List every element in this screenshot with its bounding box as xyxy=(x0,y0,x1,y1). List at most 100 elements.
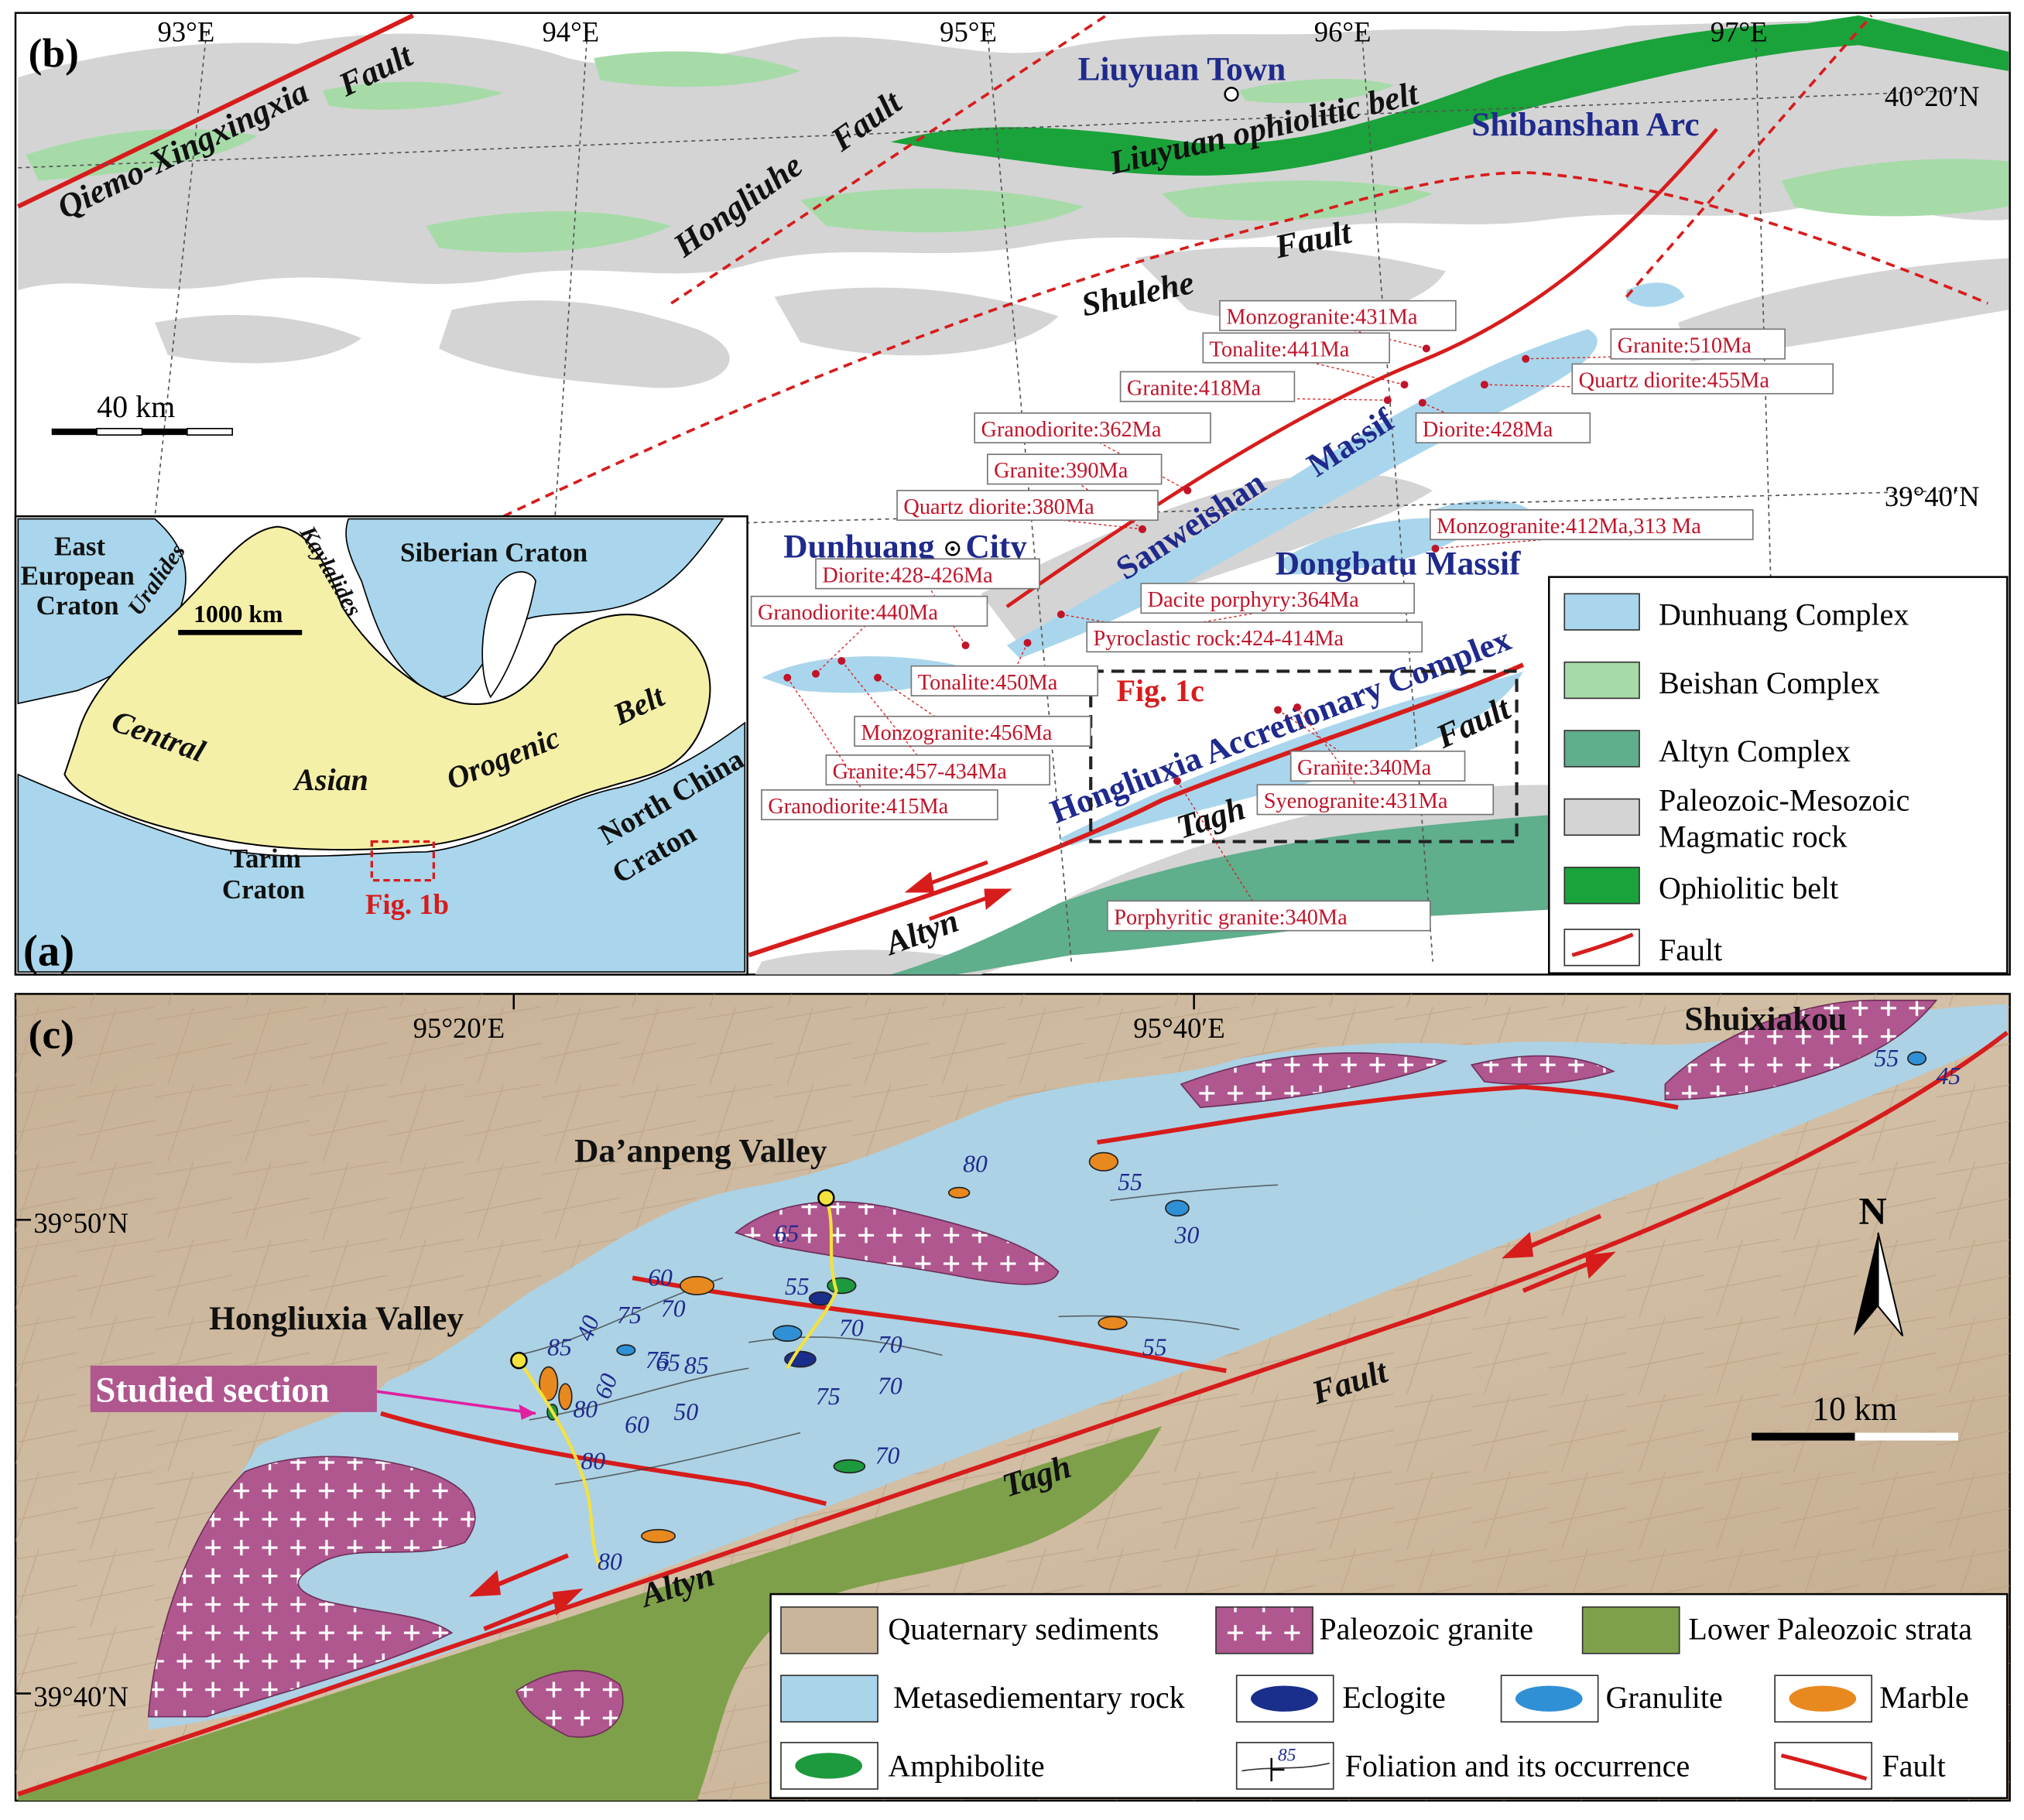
age-label: Porphyritic granite:340Ma xyxy=(1114,905,1348,929)
svg-text:65: 65 xyxy=(775,1220,800,1247)
svg-text:Paleozoic granite: Paleozoic granite xyxy=(1319,1611,1533,1646)
sample-location-dot xyxy=(1383,396,1392,405)
svg-text:Fault: Fault xyxy=(1659,932,1722,967)
panel-c-map: 80 65 55 30 60 70 55 70 70 75 75 70 40 7… xyxy=(14,993,2011,1802)
panel-b-label: (b) xyxy=(29,30,79,77)
age-label-box xyxy=(986,453,1163,485)
svg-text:55: 55 xyxy=(785,1273,810,1300)
legend-c: Quaternary sediments Paleozoic granite L… xyxy=(769,1592,2009,1799)
age-leader-line xyxy=(1296,706,1376,811)
age-label: Tonalite:441Ma xyxy=(1210,337,1350,361)
svg-text:95°40′E: 95°40′E xyxy=(1133,1012,1224,1044)
ophiolitic-belt xyxy=(890,15,2009,176)
svg-text:39°50′N: 39°50′N xyxy=(33,1207,128,1239)
svg-text:Shuixiakou: Shuixiakou xyxy=(1684,1001,1847,1038)
beishan-complex-areas xyxy=(26,51,2009,253)
svg-text:10 km: 10 km xyxy=(1812,1391,1897,1428)
svg-text:Craton: Craton xyxy=(222,874,305,905)
age-label: Granodiorite:362Ma xyxy=(981,418,1161,442)
svg-text:95°20′E: 95°20′E xyxy=(413,1012,505,1044)
sample-location-dot xyxy=(1293,703,1302,712)
age-label-box xyxy=(1289,750,1466,782)
hongliuxia-marker xyxy=(510,1351,528,1370)
svg-text:Craton: Craton xyxy=(36,590,119,621)
legend-b: Dunhuang Complex Beishan Complex Altyn C… xyxy=(1548,576,2009,974)
svg-text:Shibanshan Arc: Shibanshan Arc xyxy=(1471,106,1699,143)
studied-section-label-bg xyxy=(90,1365,377,1412)
age-label-box xyxy=(896,490,1159,522)
svg-text:40 km: 40 km xyxy=(97,389,175,424)
sample-location-dot xyxy=(1431,544,1440,552)
svg-text:Asian: Asian xyxy=(292,762,368,797)
svg-text:55: 55 xyxy=(1142,1333,1167,1360)
svg-text:Beishan Complex: Beishan Complex xyxy=(1659,665,1880,700)
age-label-box xyxy=(1610,328,1786,360)
svg-text:85: 85 xyxy=(684,1352,709,1379)
age-leader-line xyxy=(786,677,880,816)
sample-location-dot xyxy=(1173,777,1181,785)
age-label: Granite:390Ma xyxy=(994,459,1128,483)
age-leader-line xyxy=(926,584,967,646)
dip-values: 80 65 55 30 60 70 55 70 70 75 75 70 40 7… xyxy=(547,1045,1961,1575)
svg-text:Dunhuang Complex: Dunhuang Complex xyxy=(1659,597,1909,631)
age-label: Syenogranite:431Ma xyxy=(1264,789,1448,813)
svg-text:East: East xyxy=(54,531,105,561)
svg-text:70: 70 xyxy=(839,1314,864,1341)
age-label-box xyxy=(815,558,1040,590)
age-label: Monzogranite:412Ma,313 Ma xyxy=(1437,515,1701,539)
svg-text:45: 45 xyxy=(1937,1062,1961,1090)
svg-text:N: N xyxy=(1859,1189,1887,1232)
age-label: Dacite porphyry:364Ma xyxy=(1148,588,1360,612)
svg-text:97°E: 97°E xyxy=(1711,15,1768,47)
svg-text:Marble: Marble xyxy=(1879,1680,1969,1715)
sample-location-dot xyxy=(812,669,820,678)
svg-text:Paleozoic-Mesozoic: Paleozoic-Mesozoic xyxy=(1659,783,1909,818)
svg-text:Quaternary sediments: Quaternary sediments xyxy=(888,1611,1159,1646)
age-label-box xyxy=(910,665,1099,696)
sample-location-dot xyxy=(1138,525,1146,533)
coord-labels-c: 95°20′E 95°40′E 39°50′N 39°40′N xyxy=(33,1012,1224,1712)
panel-c-label: (c) xyxy=(29,1011,74,1057)
hongliuxia-traverse xyxy=(517,1359,602,1569)
sample-location-dot xyxy=(783,673,792,682)
svg-text:80: 80 xyxy=(580,1447,605,1474)
svg-text:Dongbatu Massif: Dongbatu Massif xyxy=(1276,545,1521,582)
svg-text:Altyn Complex: Altyn Complex xyxy=(1659,734,1851,768)
svg-text:55: 55 xyxy=(1875,1045,1899,1072)
svg-text:Hongliuxia Valley: Hongliuxia Valley xyxy=(209,1300,464,1337)
svg-text:39°40′N: 39°40′N xyxy=(33,1681,128,1712)
sample-location-dot xyxy=(1400,381,1409,389)
age-label-box xyxy=(854,715,1091,747)
svg-text:Liuyuan Town: Liuyuan Town xyxy=(1078,50,1286,87)
age-leader-line xyxy=(877,677,973,743)
age-label: Diorite:428-426Ma xyxy=(822,563,993,587)
svg-text:70: 70 xyxy=(878,1373,902,1400)
coord-ticks-c xyxy=(15,994,1195,1695)
age-label: Granite:418Ma xyxy=(1127,376,1262,400)
age-label: Granite:340Ma xyxy=(1297,756,1432,780)
svg-text:65: 65 xyxy=(656,1350,680,1377)
svg-text:Da’anpeng Valley: Da’anpeng Valley xyxy=(574,1132,827,1169)
age-label: Monzogranite:456Ma xyxy=(861,721,1053,745)
age-label: Pyroclastic rock:424-414Ma xyxy=(1094,627,1344,651)
svg-text:85: 85 xyxy=(1278,1745,1296,1765)
svg-text:94°E: 94°E xyxy=(542,15,599,47)
age-label: Monzogranite:431Ma xyxy=(1226,306,1418,330)
sample-location-dot xyxy=(1183,486,1192,494)
daanpeng-traverse xyxy=(786,1197,838,1370)
age-label-box xyxy=(1256,784,1495,816)
svg-text:50: 50 xyxy=(674,1398,699,1425)
altyn-motion-arrows-b xyxy=(904,860,1012,922)
lithology-markers xyxy=(539,1051,1927,1544)
svg-text:30: 30 xyxy=(1174,1221,1200,1248)
svg-text:80: 80 xyxy=(963,1151,988,1178)
svg-text:Ophiolitic belt: Ophiolitic belt xyxy=(1659,871,1838,905)
age-leader-line xyxy=(1027,515,1143,530)
scale-bar-b: 40 km xyxy=(51,389,234,436)
age-label: Diorite:428Ma xyxy=(1423,418,1553,442)
faults-b xyxy=(17,12,1989,958)
svg-text:39°40′N: 39°40′N xyxy=(1885,481,1980,512)
age-label-box xyxy=(1415,412,1591,443)
graticule-labels-b: 93°E 94°E 95°E 96°E 97°E 40°20′N 39°40′N xyxy=(157,15,1979,512)
svg-text:80: 80 xyxy=(573,1396,598,1423)
